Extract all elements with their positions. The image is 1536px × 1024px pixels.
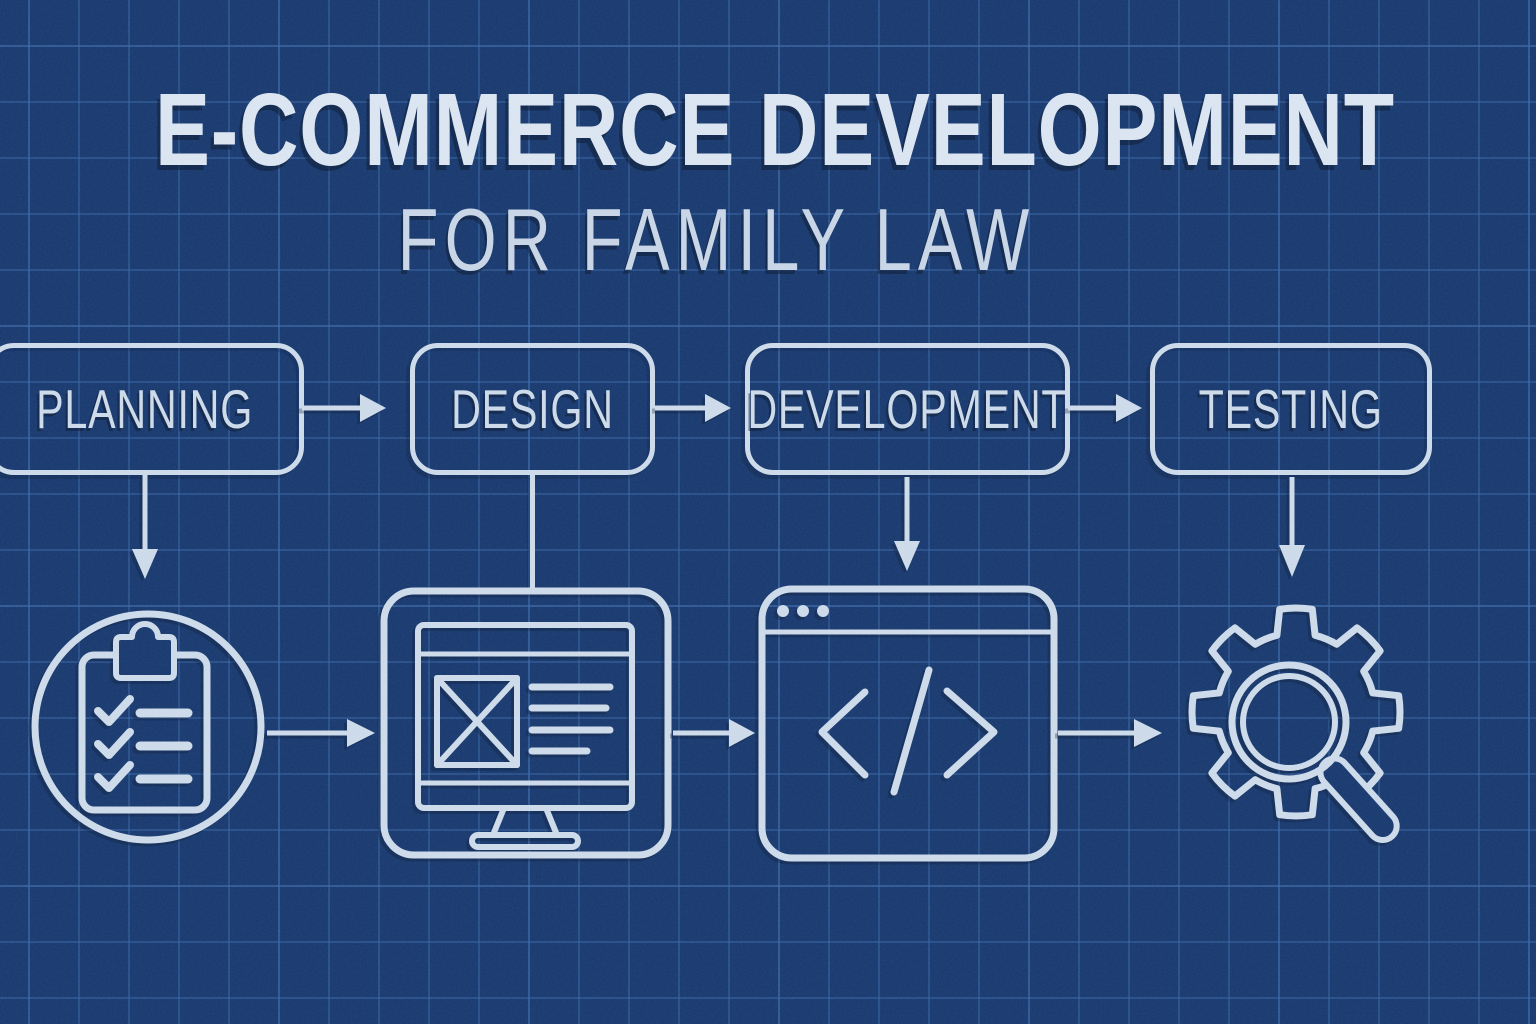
- page-title-text: E-COMMERCE DEVELOPMENT: [154, 72, 1395, 187]
- arrow-planning-to-design-icon: [302, 394, 386, 422]
- arrow-down-testing-icon: [1279, 477, 1305, 577]
- flow-step-design: DESIGN: [410, 343, 655, 475]
- flow-step-label: TESTING: [1198, 378, 1384, 440]
- flow-step-testing: TESTING: [1150, 343, 1432, 475]
- arrow-down-planning-icon: [132, 475, 158, 579]
- flow-step-label: DEVELOPMENT: [747, 378, 1068, 440]
- flow-step-label: PLANNING: [36, 378, 254, 440]
- flow-step-development: DEVELOPMENT: [745, 343, 1070, 475]
- clipboard-checklist-icon: [31, 610, 265, 844]
- arrow-design-to-development-icon: [655, 394, 731, 422]
- page-title: E-COMMERCE DEVELOPMENT: [0, 78, 1432, 181]
- flow-step-label: DESIGN: [451, 378, 614, 440]
- arrow-development-to-testing-icon: [1068, 394, 1142, 422]
- flow-step-planning: PLANNING: [0, 343, 304, 475]
- monitor-wireframe-icon: [380, 587, 672, 859]
- arrow-clipboard-to-monitor-icon: [267, 719, 375, 747]
- gear-magnifier-icon: [1188, 604, 1404, 844]
- page-subtitle: FOR FAMILY LAW: [0, 196, 1432, 284]
- browser-code-icon: [758, 585, 1058, 862]
- arrow-monitor-to-browser-icon: [673, 719, 755, 747]
- arrow-browser-to-gear-icon: [1058, 719, 1162, 747]
- page-subtitle-text: FOR FAMILY LAW: [397, 190, 1035, 289]
- arrow-down-development-icon: [894, 477, 920, 571]
- connector-design-line: [530, 475, 535, 592]
